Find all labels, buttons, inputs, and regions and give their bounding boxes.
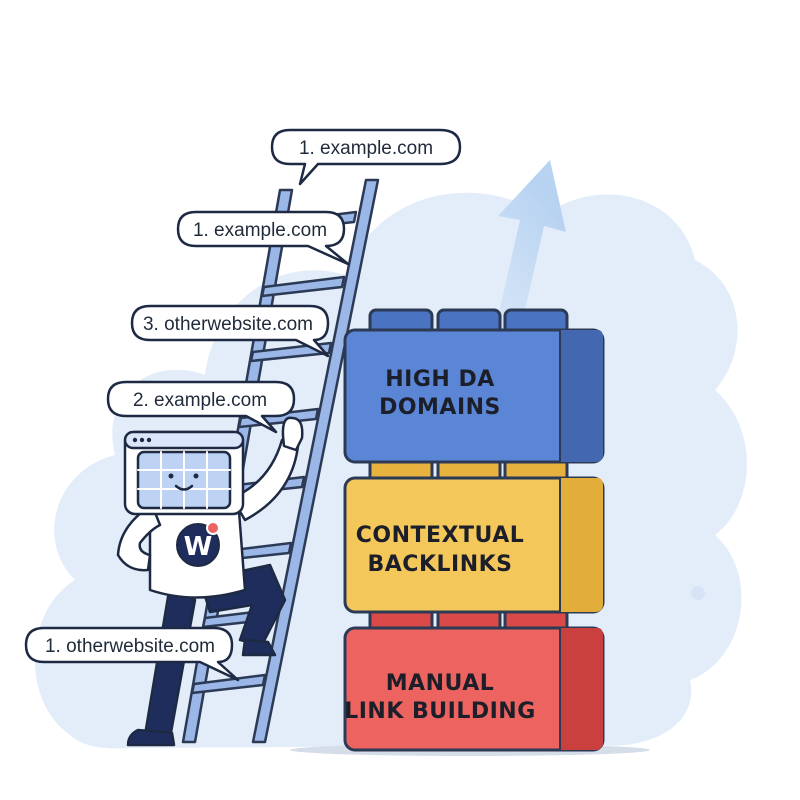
bubble-4-text: 2. example.com: [133, 390, 267, 411]
block-bottom-line1: MANUAL: [386, 671, 495, 696]
bubble-2-text: 1. example.com: [193, 220, 327, 241]
bubble-1-example: 1. example.com: [270, 128, 462, 186]
bubble-5-text: 1. otherwebsite.com: [45, 636, 215, 657]
bubble-2-example: 1. example.com: [176, 210, 350, 266]
bubble-3-text: 3. otherwebsite.com: [143, 314, 313, 335]
bubble-1-text: 1. example.com: [299, 138, 433, 159]
block-bottom-line2: LINK BUILDING: [344, 699, 536, 724]
ladder-rung: [260, 275, 346, 298]
block-middle-line1: CONTEXTUAL: [356, 523, 525, 548]
block-high-da-domains: [343, 308, 605, 464]
block-contextual-backlinks: [343, 456, 605, 614]
bubble-4-example: 2. example.com: [106, 380, 296, 434]
block-top-line1: HIGH DA: [385, 367, 495, 392]
bubble-5-otherwebsite: 1. otherwebsite.com: [24, 626, 240, 682]
block-top-line2: DOMAINS: [379, 395, 501, 420]
mascot-window-dots: [132, 437, 152, 443]
mascot: [116, 416, 304, 747]
brand-logo-letter: W: [184, 532, 213, 562]
ladder-rung: [190, 673, 267, 695]
block-middle-line2: BACKLINKS: [368, 552, 513, 577]
block-manual-link-building: [343, 606, 605, 752]
brand-logo-icon: W: [176, 521, 220, 567]
bubble-3-otherwebsite: 3. otherwebsite.com: [130, 304, 330, 358]
